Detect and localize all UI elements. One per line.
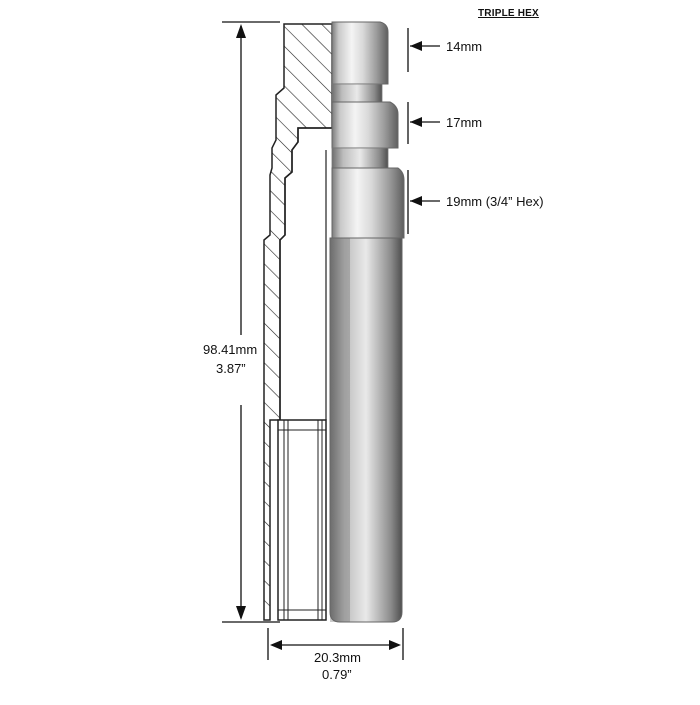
label-length-in: 3.87” [216, 361, 246, 376]
label-length-mm: 98.41mm [203, 342, 258, 357]
chrome-body [329, 21, 405, 623]
hex-17mm [331, 101, 399, 149]
width-dimension [267, 628, 404, 660]
label-14mm: 14mm [446, 39, 483, 54]
section-threaded-bore [277, 419, 327, 621]
label-17mm: 17mm [446, 115, 483, 130]
label-width-mm: 20.3mm [314, 650, 361, 665]
triple-hex-title: TRIPLE HEX [478, 8, 539, 19]
hex-14mm [331, 21, 389, 85]
cross-section [263, 23, 333, 621]
shank [329, 237, 403, 623]
label-19mm: 19mm (3/4” Hex) [446, 194, 544, 209]
section-bore-upper [279, 127, 332, 420]
length-dimension [222, 21, 280, 623]
hex-19mm [331, 167, 405, 239]
label-width-in: 0.79” [322, 667, 352, 682]
hex-callouts [407, 28, 440, 234]
